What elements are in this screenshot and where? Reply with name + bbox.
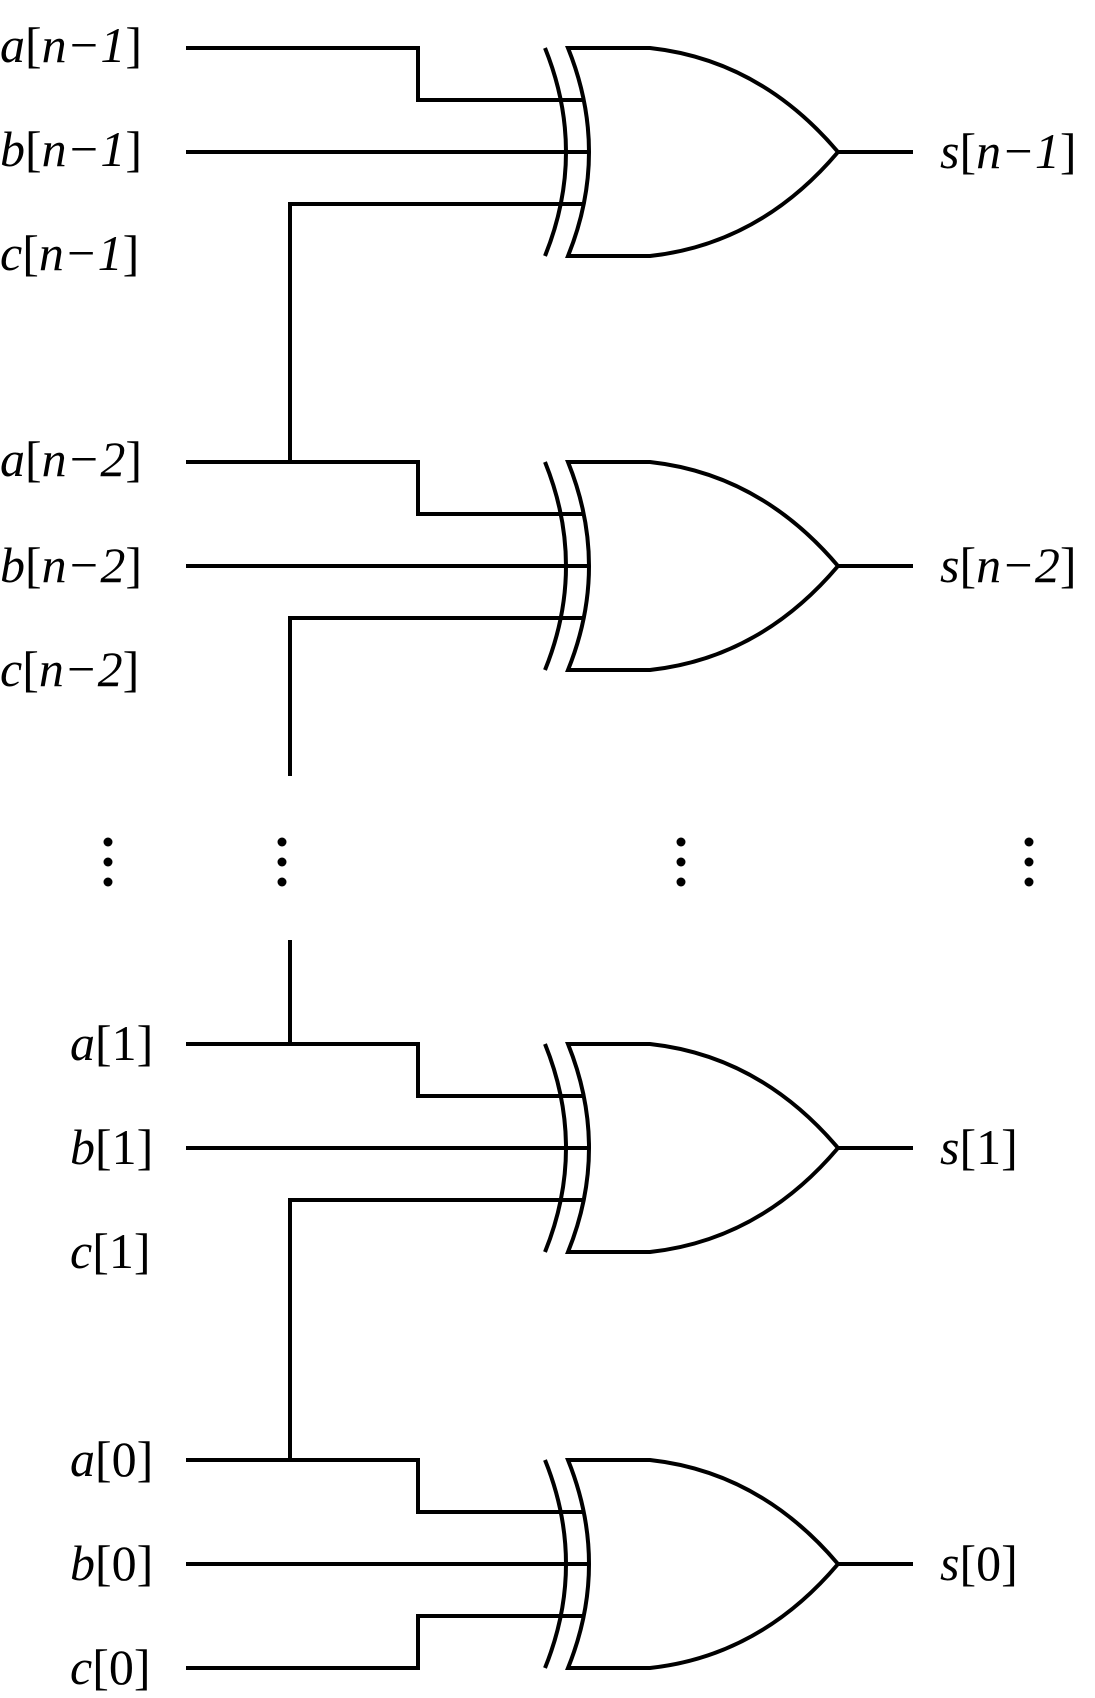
ellipsis-carry xyxy=(277,837,287,887)
xor-gate-0 xyxy=(543,1458,841,1670)
wire-a-0 xyxy=(186,1458,595,1514)
wire-a-n-2 xyxy=(186,460,595,516)
input-label-c-n-1: c[n−1] xyxy=(0,225,139,281)
input-label-c-0: c[0] xyxy=(70,1639,151,1695)
input-label-b-n-1: b[n−1] xyxy=(0,121,142,177)
wire-a-n-1 xyxy=(186,46,595,102)
output-label-s-1: s[1] xyxy=(940,1119,1018,1175)
wire-c-n-2 xyxy=(288,616,595,776)
wire-c-1 xyxy=(288,1198,595,1460)
input-label-c-1: c[1] xyxy=(70,1223,151,1279)
xor-gate-1 xyxy=(543,1042,841,1254)
input-label-a-0: a[0] xyxy=(70,1431,153,1487)
wire-c-n-1 xyxy=(288,202,595,462)
input-label-a-1: a[1] xyxy=(70,1015,153,1071)
wire-c-0 xyxy=(186,1614,595,1670)
input-label-a-n-1: a[n−1] xyxy=(0,17,142,73)
input-label-b-0: b[0] xyxy=(70,1535,153,1591)
input-label-b-n-2: b[n−2] xyxy=(0,537,142,593)
stage-n-1: a[n−1] b[n−1] c[n−1] s[n−1] xyxy=(0,17,1077,462)
continuation-dots xyxy=(103,837,1034,887)
output-label-s-n-2: s[n−2] xyxy=(940,537,1077,593)
stage-0: a[0] b[0] c[0] s[0] xyxy=(70,1431,1018,1695)
input-label-a-n-2: a[n−2] xyxy=(0,431,142,487)
input-label-c-n-2: c[n−2] xyxy=(0,641,139,697)
ellipsis-inputs xyxy=(103,837,113,887)
stage-n-2: a[n−2] b[n−2] c[n−2] s[n−2] xyxy=(0,431,1077,776)
wire-a-1 xyxy=(186,1042,595,1098)
ellipsis-outputs xyxy=(1024,837,1034,887)
xor-gate-n-2 xyxy=(543,460,841,672)
output-label-s-n-1: s[n−1] xyxy=(940,123,1077,179)
ellipsis-gates xyxy=(676,837,686,887)
output-label-s-0: s[0] xyxy=(940,1535,1018,1591)
xor-gate-n-1 xyxy=(543,46,841,258)
stage-1: a[1] b[1] c[1] s[1] xyxy=(70,940,1018,1460)
input-label-b-1: b[1] xyxy=(70,1119,153,1175)
